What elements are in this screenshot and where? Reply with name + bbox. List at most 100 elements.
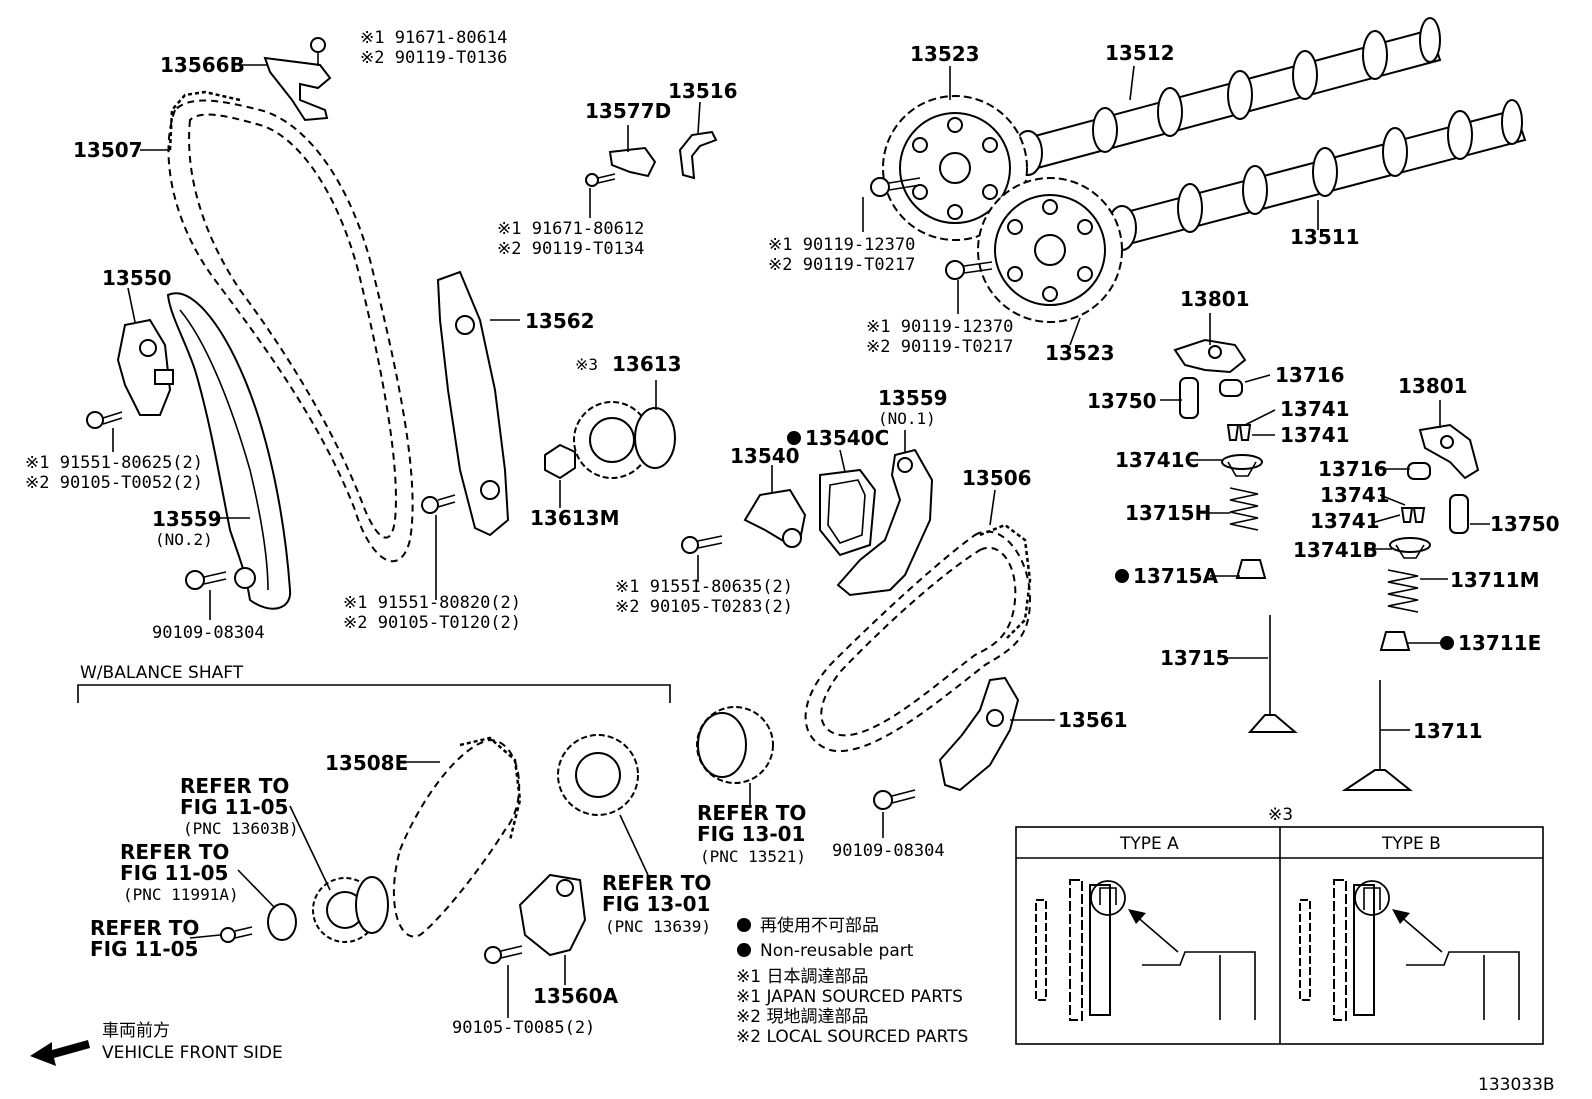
bolt-13550 <box>86 411 123 429</box>
refer-1301b-l2: FIG 13-01 <box>602 892 710 916</box>
balance-chain-13508E[interactable] <box>392 736 522 938</box>
bolt-90109-08304-center[interactable] <box>873 789 916 810</box>
valve-key-13741-a[interactable] <box>1226 424 1252 441</box>
valve-seal-13715A[interactable] <box>1235 559 1267 579</box>
label-no2: (NO.2) <box>155 530 213 549</box>
ref-13523a-1: ※1 90119-12370 <box>768 235 915 255</box>
non-reusable-dot-13715A <box>1115 569 1129 583</box>
crank-sprocket-13613[interactable] <box>573 401 676 479</box>
nut-13613M[interactable] <box>544 443 576 480</box>
label-13750-a: 13750 <box>1087 389 1157 413</box>
label-13508E: 13508E <box>325 751 408 775</box>
rocker-arm-13801-b[interactable] <box>1418 423 1480 480</box>
label-13741-1: 13741 <box>1280 397 1350 421</box>
spring-retainer-13741C[interactable] <box>1221 454 1263 477</box>
valve-key-13741-b[interactable] <box>1400 507 1426 523</box>
non-reusable-dot-13711E <box>1440 636 1454 650</box>
label-13741-3: 13741 <box>1320 483 1390 507</box>
ref-13577D-2: ※2 90119-T0134 <box>497 239 644 259</box>
camshaft-13511[interactable] <box>1107 99 1527 251</box>
refer-1301a-l1: REFER TO <box>697 801 806 825</box>
leader-lines <box>112 64 1490 1018</box>
front-label-jp: 車両前方 <box>102 1021 170 1041</box>
bracket-13577D[interactable] <box>585 146 657 187</box>
label-13506: 13506 <box>962 466 1032 490</box>
chain-guide-13566B[interactable] <box>263 37 332 122</box>
valve-seal-13711E[interactable] <box>1379 631 1411 651</box>
type-a-label: TYPE A <box>1119 834 1179 854</box>
label-13559-no2: 13559 <box>152 507 222 531</box>
spring-retainer-13741B[interactable] <box>1389 537 1431 559</box>
chain-tensioner-13550[interactable] <box>116 318 174 416</box>
label-13507: 13507 <box>73 138 143 162</box>
timing-chain-13507[interactable] <box>167 90 414 563</box>
balance-sprocket <box>557 734 639 816</box>
front-arrow-icon <box>30 1040 90 1066</box>
ref-13523b-2: ※2 90119-T0217 <box>866 337 1013 357</box>
valve-spring-13715H[interactable] <box>1229 487 1259 531</box>
label-no1: (NO.1) <box>878 409 936 428</box>
cam-sprocket-13523-lower[interactable] <box>977 177 1123 323</box>
chain-tensioner-13540[interactable] <box>743 488 807 548</box>
bolt-90109-08304-left[interactable] <box>185 570 227 590</box>
ref-13523b-1: ※1 90119-12370 <box>866 317 1013 337</box>
timing-chain-13506[interactable] <box>804 523 1032 753</box>
label-13613-mark: ※3 <box>575 355 598 374</box>
balance-tensioner-13560A[interactable] <box>518 873 587 957</box>
ref-13577D-1: ※1 91671-80612 <box>497 219 644 239</box>
label-13711: 13711 <box>1413 719 1483 743</box>
intake-valve-13715[interactable] <box>1247 615 1298 733</box>
bolt-13540 <box>681 535 723 554</box>
label-13715H: 13715H <box>1125 501 1211 525</box>
tensioner-arm-13559-no1[interactable] <box>836 448 934 597</box>
rocker-cap-13716-a[interactable] <box>1219 379 1243 397</box>
cam-sprocket-13523-upper[interactable] <box>882 95 1028 241</box>
type-a-sprocket-detail <box>1035 879 1256 1021</box>
refer-1301b-l3: (PNC 13639) <box>605 917 711 936</box>
legend-local-sourced-en: ※2 LOCAL SOURCED PARTS <box>736 1027 968 1047</box>
ref-13566B-1: ※1 91671-80614 <box>360 28 507 48</box>
legend-jp-sourced-jp: ※1 日本調達部品 <box>736 967 868 987</box>
gasket-13540C[interactable] <box>819 468 877 557</box>
refer-1301b-l1: REFER TO <box>602 871 711 895</box>
bolt-90105-T0085 <box>484 945 523 964</box>
label-13741B: 13741B <box>1293 538 1378 562</box>
label-13511: 13511 <box>1290 225 1360 249</box>
label-13613M: 13613M <box>530 506 619 530</box>
front-label-en: VEHICLE FRONT SIDE <box>102 1043 283 1063</box>
label-13741-2: 13741 <box>1280 423 1350 447</box>
camshaft-13512[interactable] <box>1013 17 1442 176</box>
label-13741-4: 13741 <box>1310 509 1380 533</box>
tensioner-arm-13559-no2[interactable] <box>166 292 292 610</box>
ref-13562-2: ※2 90105-T0120(2) <box>343 613 521 633</box>
label-13540: 13540 <box>730 444 800 468</box>
chain-slipper-13561[interactable] <box>938 676 1020 792</box>
chain-slipper-13562[interactable] <box>436 270 510 537</box>
oil-jet-13516[interactable] <box>678 130 718 180</box>
legend-jp-sourced-en: ※1 JAPAN SOURCED PARTS <box>736 987 963 1007</box>
exhaust-valve-13711[interactable] <box>1341 680 1413 791</box>
type-comparison-box: ※3 TYPE A TYPE B <box>1015 805 1544 1045</box>
lash-adjuster-13750-b[interactable] <box>1449 494 1469 534</box>
label-13801-a: 13801 <box>1180 287 1250 311</box>
crank-sprocket-ref-1301 <box>696 706 774 784</box>
valve-spring-13711M[interactable] <box>1387 569 1419 613</box>
bolt-13562 <box>421 494 456 514</box>
type-box-mark: ※3 <box>1268 805 1293 825</box>
refer-1301a-l2: FIG 13-01 <box>697 822 805 846</box>
balance-shaft-label: W/BALANCE SHAFT <box>80 663 244 683</box>
label-13516: 13516 <box>668 79 738 103</box>
ref-13566B-2: ※2 90119-T0136 <box>360 48 507 68</box>
refer-1301a-l3: (PNC 13521) <box>700 847 806 866</box>
label-13540C: 13540C <box>805 426 889 450</box>
label-13715: 13715 <box>1160 646 1230 670</box>
legend-non-reusable-en: Non-reusable part <box>760 941 914 961</box>
rocker-cap-13716-b[interactable] <box>1407 462 1431 480</box>
lash-adjuster-13750-a[interactable] <box>1179 377 1199 419</box>
refer-1105c-l1: REFER TO <box>90 916 199 940</box>
label-13577D: 13577D <box>585 99 671 123</box>
label-13613: 13613 <box>612 352 682 376</box>
refer-notes: REFER TO FIG 11-05 (PNC 13603B) REFER TO… <box>90 774 806 961</box>
non-reusable-dot-13540C <box>787 431 801 445</box>
